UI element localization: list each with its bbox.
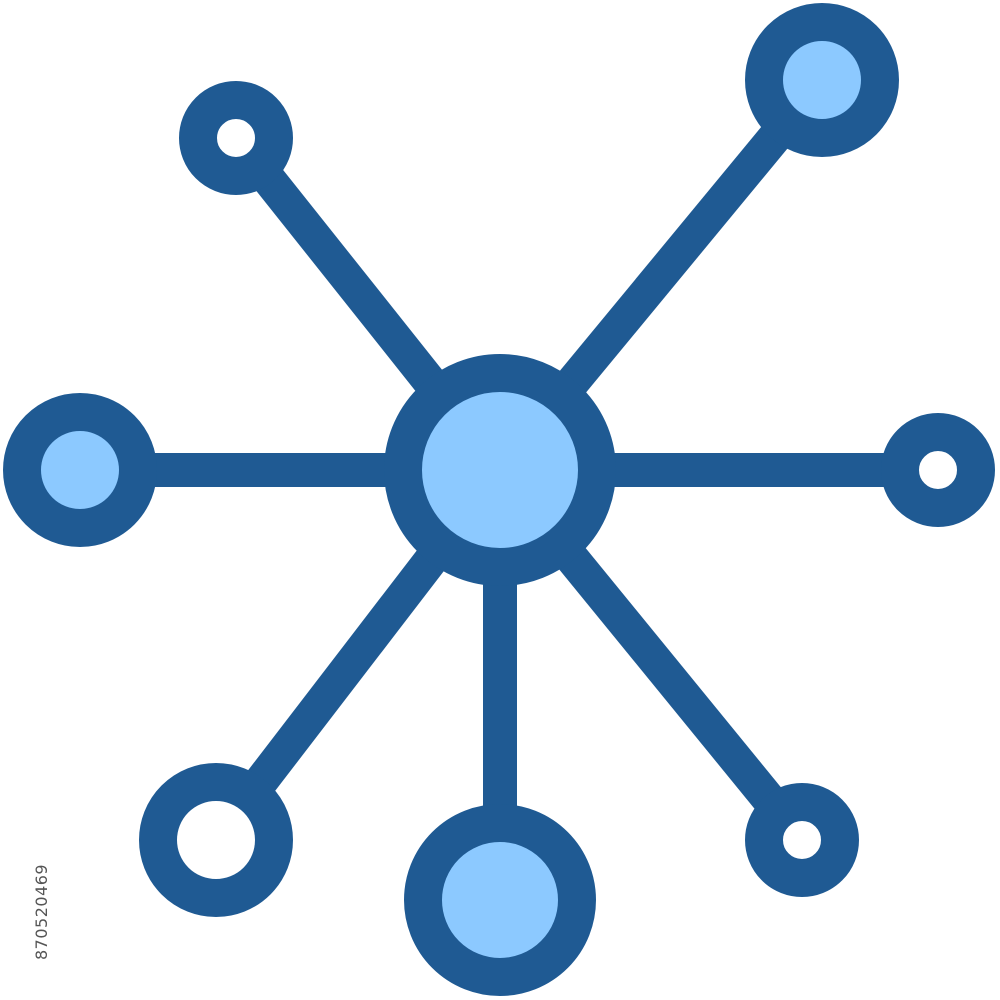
stock-id-text: 870520469 bbox=[32, 863, 51, 960]
node-bottom-left bbox=[139, 763, 293, 917]
outer-nodes bbox=[3, 3, 995, 996]
node-center-hub bbox=[384, 354, 616, 586]
node-top-right bbox=[745, 3, 899, 157]
node-bottom bbox=[404, 804, 596, 996]
node-bottom-right bbox=[745, 783, 859, 897]
node-top-left bbox=[179, 81, 293, 195]
stock-id-watermark: 870520469 bbox=[4, 760, 51, 960]
node-right bbox=[881, 413, 995, 527]
node-left bbox=[3, 393, 157, 547]
